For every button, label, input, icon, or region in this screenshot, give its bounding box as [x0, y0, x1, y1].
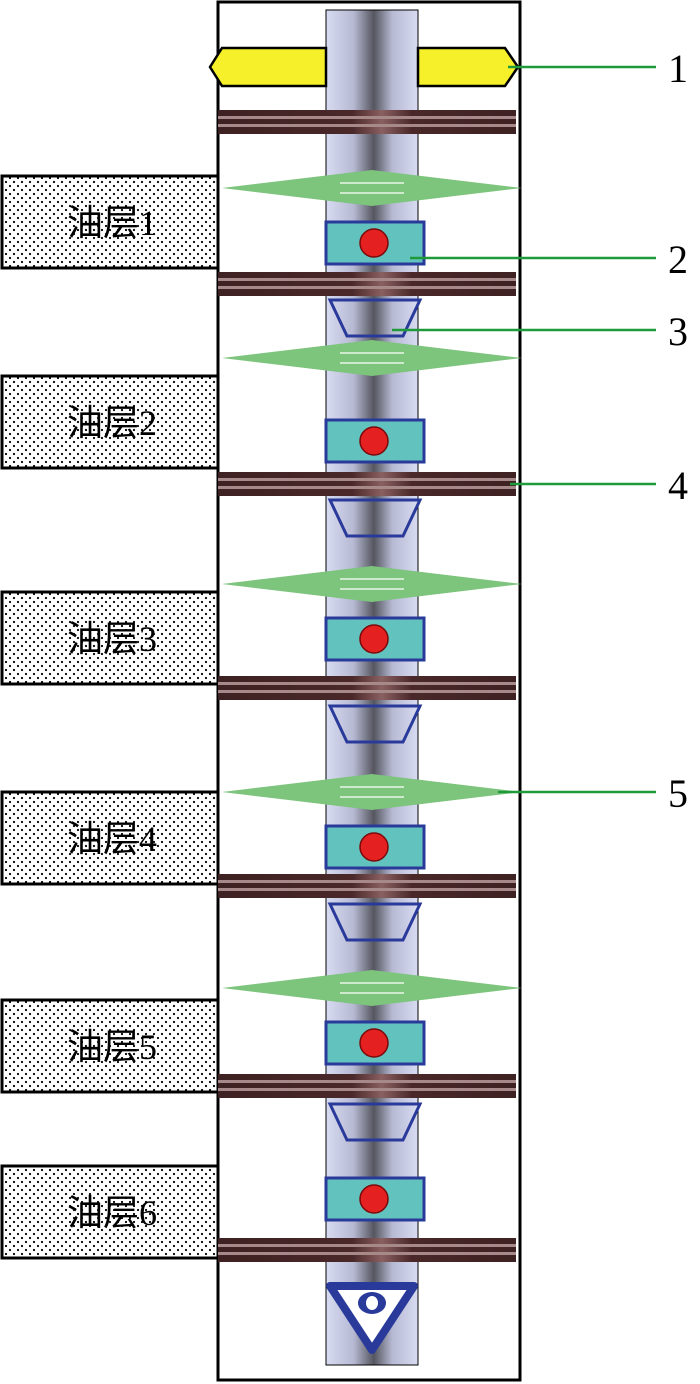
top-packer-left [208, 46, 328, 88]
oil-layer-box [0, 998, 220, 1094]
packer-element [222, 970, 522, 1006]
element-diamond [222, 970, 522, 1006]
packer-element [222, 340, 522, 376]
oil-layer-label: 油层6 [67, 1193, 157, 1233]
oil-layer-box [0, 590, 220, 686]
injection-valve [324, 616, 426, 662]
separator-band [218, 1238, 516, 1262]
bottom-shoe [326, 1282, 418, 1354]
oil-layer-label: 油层2 [67, 403, 157, 443]
element-diamond [222, 774, 522, 810]
packer-element [222, 170, 522, 206]
callout-number: 4 [668, 463, 688, 508]
oil-layer-box [0, 174, 220, 270]
band-body [218, 110, 516, 134]
oil-layer-label: 油层5 [67, 1027, 157, 1067]
oil-layer-box [0, 1164, 220, 1260]
callout-number: 5 [668, 771, 688, 816]
band-body [218, 1238, 516, 1262]
band-body [218, 272, 516, 296]
injection-valve [324, 418, 426, 464]
injection-valve [324, 1020, 426, 1066]
oil-layer-box [0, 790, 220, 886]
separator-band [218, 676, 516, 700]
band-stripe [218, 682, 516, 685]
top-packer-right [416, 46, 520, 88]
band-stripe [218, 1080, 516, 1083]
callout-number: 3 [668, 309, 688, 354]
callout-labels: 1 2 3 4 5 [668, 46, 688, 816]
injection-valve [324, 824, 426, 870]
element-diamond [222, 340, 522, 376]
cone-seat [327, 298, 423, 338]
band-stripe [218, 888, 516, 891]
band-stripe [218, 690, 516, 693]
cone-seat [327, 498, 423, 538]
band-stripe [218, 478, 516, 481]
band-stripe [218, 286, 516, 289]
band-body [218, 472, 516, 496]
band-body [218, 676, 516, 700]
separator-band [218, 874, 516, 898]
separator-band [218, 1074, 516, 1098]
element-diamond [222, 566, 522, 602]
packer-elements [222, 170, 522, 1006]
band-stripe [218, 1244, 516, 1247]
oil-layer-label: 油层1 [67, 203, 157, 243]
callout-leader-lines [392, 65, 656, 794]
valve-port-dot [359, 832, 389, 862]
band-body [218, 874, 516, 898]
callout-number: 2 [668, 237, 688, 282]
band-stripe [218, 1088, 516, 1091]
packer-element [222, 774, 522, 810]
injection-valve [324, 1176, 426, 1222]
band-stripe [218, 486, 516, 489]
separator-band [218, 272, 516, 296]
separator-band [218, 110, 516, 134]
band-body [218, 1074, 516, 1098]
cone-seat [327, 902, 423, 942]
packer-element [222, 566, 522, 602]
valve-port-dot [359, 1028, 389, 1058]
element-diamond [222, 170, 522, 206]
valve-port-dot [359, 1184, 389, 1214]
cone-seat [327, 1102, 423, 1142]
valve-port-dot [359, 228, 389, 258]
cone-seat [327, 704, 423, 744]
oil-layer-label: 油层3 [67, 619, 157, 659]
injection-valves [324, 220, 426, 1222]
callout-number: 1 [668, 46, 688, 91]
band-stripe [218, 278, 516, 281]
valve-port-dot [359, 426, 389, 456]
separator-bands [218, 110, 516, 1262]
band-stripe [218, 1252, 516, 1255]
band-stripe [218, 880, 516, 883]
oil-layer-box [0, 374, 220, 470]
band-stripe [218, 124, 516, 127]
oil-layer-boxes: 油层1 油层2 油层3 油层4 油层5 油层6 [0, 174, 220, 1260]
separator-band [218, 472, 516, 496]
band-stripe [218, 116, 516, 119]
valve-port-dot [359, 624, 389, 654]
oil-layer-label: 油层4 [67, 819, 157, 859]
injection-valve [324, 220, 426, 266]
cone-seats [327, 298, 423, 1142]
